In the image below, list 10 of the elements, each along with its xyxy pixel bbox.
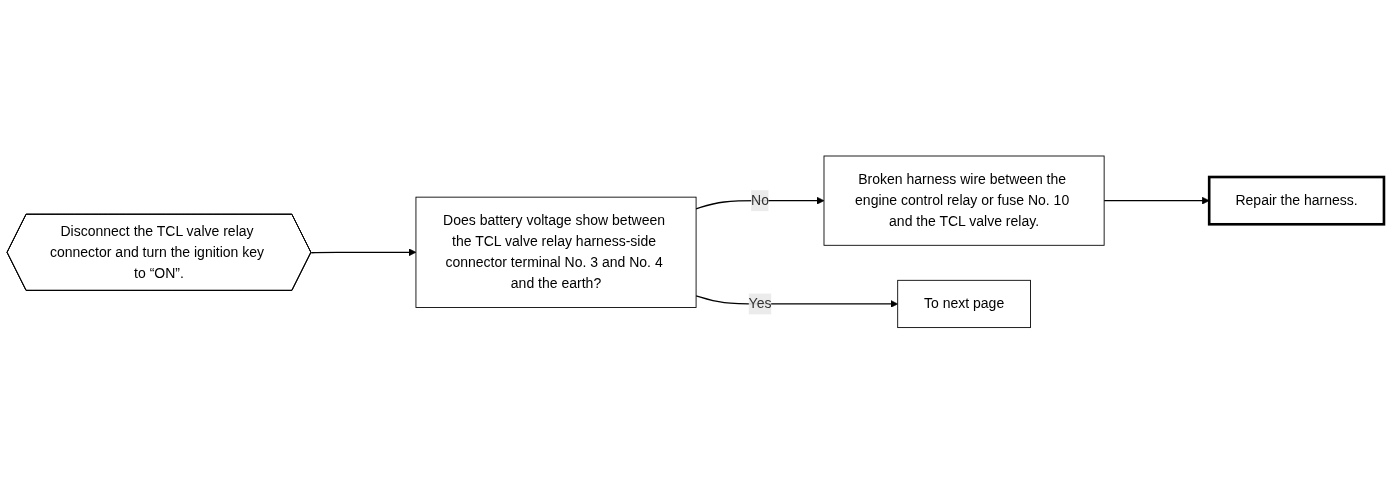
node-box: To next page <box>897 279 1031 328</box>
node-box: Repair the harness. <box>1207 175 1386 226</box>
arrow <box>310 248 417 256</box>
arrow <box>695 294 899 308</box>
node-box: Broken harness wire between the engine control relay or fuse No. 10 and the TCL valve relay. <box>823 155 1105 246</box>
arrow <box>1103 196 1210 205</box>
arrow <box>695 196 825 210</box>
edge-label: No <box>751 192 769 208</box>
edge-label: Yes <box>748 295 772 311</box>
node-box: Does battery voltage show between the TCL valve relay harness-side connector terminal No. 3 and No. 4 and the earth? <box>415 196 697 308</box>
